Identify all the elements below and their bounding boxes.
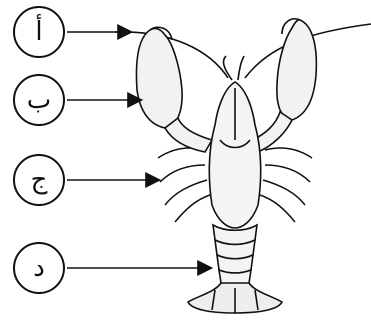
label-a: أ [35,19,42,45]
label-circle-d: د [13,242,65,294]
label-d: د [33,255,45,281]
tail-fan [188,283,282,313]
label-circle-b: ب [13,74,65,126]
label-circle-c: ج [13,154,65,206]
right-claw [252,19,316,152]
left-claw [136,27,212,152]
label-circle-a: أ [13,6,65,58]
abdomen [213,225,257,286]
label-b: ب [27,87,51,113]
cephalothorax [209,82,260,228]
label-c: ج [31,167,48,193]
